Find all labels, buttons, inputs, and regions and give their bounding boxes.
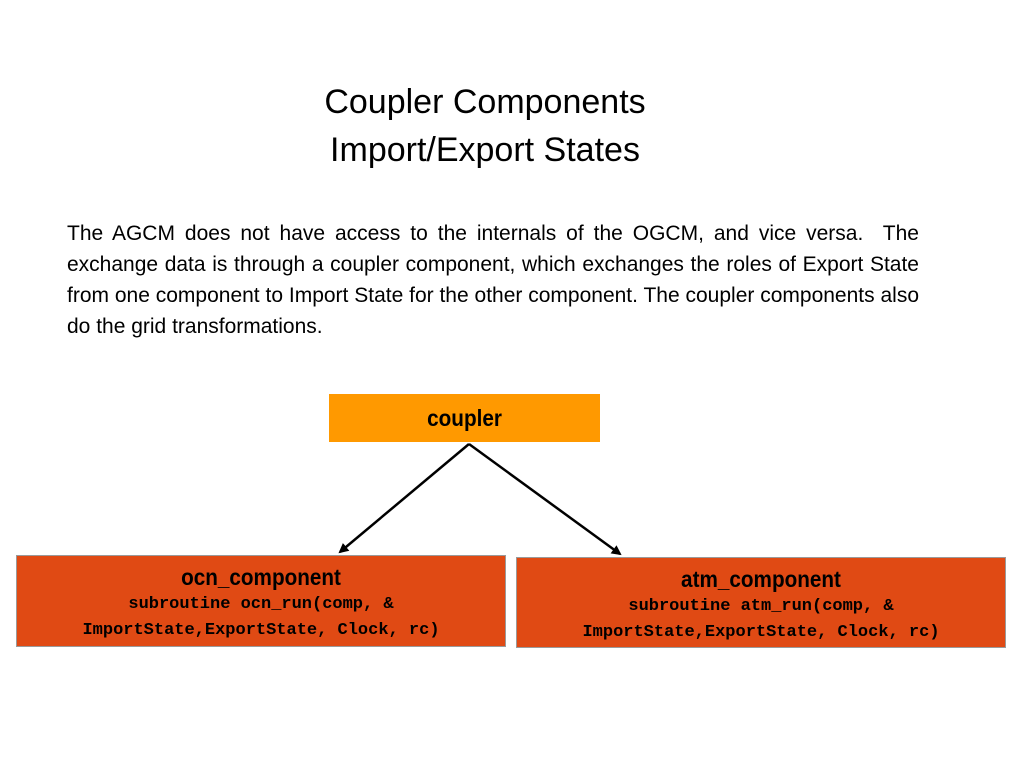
ocn-component-box: ocn_component subroutine ocn_run(comp, &…: [16, 555, 506, 647]
description-paragraph: The AGCM does not have access to the int…: [67, 222, 925, 338]
atm-component-code-line-2: ImportState,ExportState, Clock, rc): [582, 623, 940, 642]
coupler-label: coupler: [427, 404, 502, 431]
atm-component-box: atm_component subroutine atm_run(comp, &…: [516, 557, 1006, 648]
ocn-component-code-line-1: subroutine ocn_run(comp, &: [128, 595, 394, 614]
ocn-component-code-line-2: ImportState,ExportState, Clock, rc): [82, 621, 440, 640]
arrow-to-ocn-component: [338, 443, 470, 554]
slide-title-line-1: Coupler Components: [324, 83, 646, 121]
slide-title-line-2: Import/Export States: [330, 131, 640, 169]
coupler-box: coupler: [329, 394, 600, 442]
ocn-component-name: ocn_component: [181, 564, 341, 590]
atm-component-name: atm_component: [681, 566, 841, 592]
arrow-to-atm-component: [468, 442, 622, 556]
atm-component-code-line-1: subroutine atm_run(comp, &: [628, 597, 894, 616]
